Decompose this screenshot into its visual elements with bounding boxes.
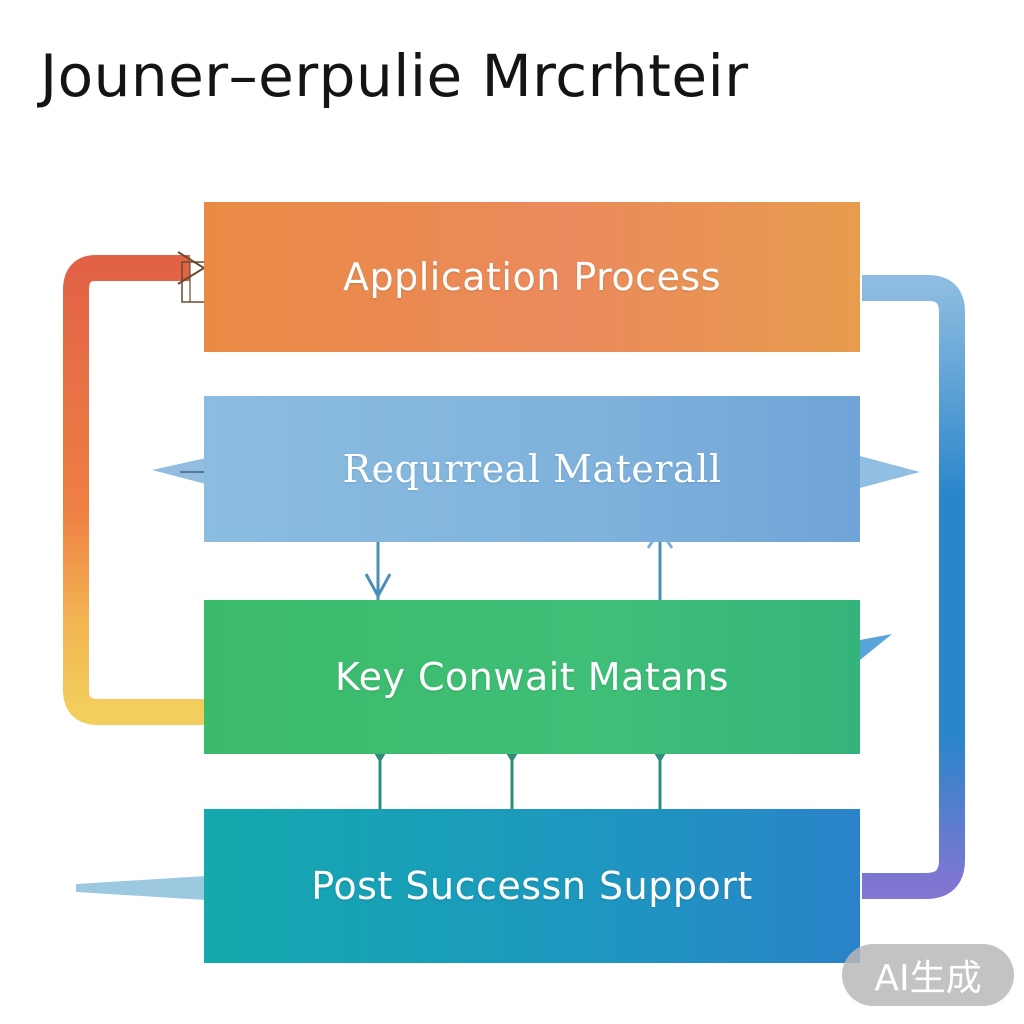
post-left-tail: [76, 876, 206, 900]
right-arrow-key: [860, 634, 892, 660]
stage-key-matters: Key Conwait Matans: [204, 600, 860, 754]
ai-generated-badge: AI生成: [842, 944, 1014, 1006]
right-arrow-required: [860, 456, 920, 488]
stage-required-material: Requrreal Materall: [204, 396, 860, 542]
page-title: Jouner–erpulie Mrcrhteir: [40, 42, 749, 110]
stage-application-process: Application Process: [204, 202, 860, 352]
stage-post-success-support: Post Successn Support: [204, 809, 860, 963]
left-loop-connector: [63, 255, 206, 725]
stage-post-label: Post Successn Support: [311, 864, 753, 908]
stage-key-label: Key Conwait Matans: [335, 655, 729, 699]
required-left-arrow: [152, 458, 206, 484]
right-loop-connector: [862, 275, 965, 899]
stage-required-label: Requrreal Materall: [342, 447, 722, 491]
stage-application-label: Application Process: [342, 255, 722, 299]
ai-generated-label: AI生成: [874, 958, 982, 999]
